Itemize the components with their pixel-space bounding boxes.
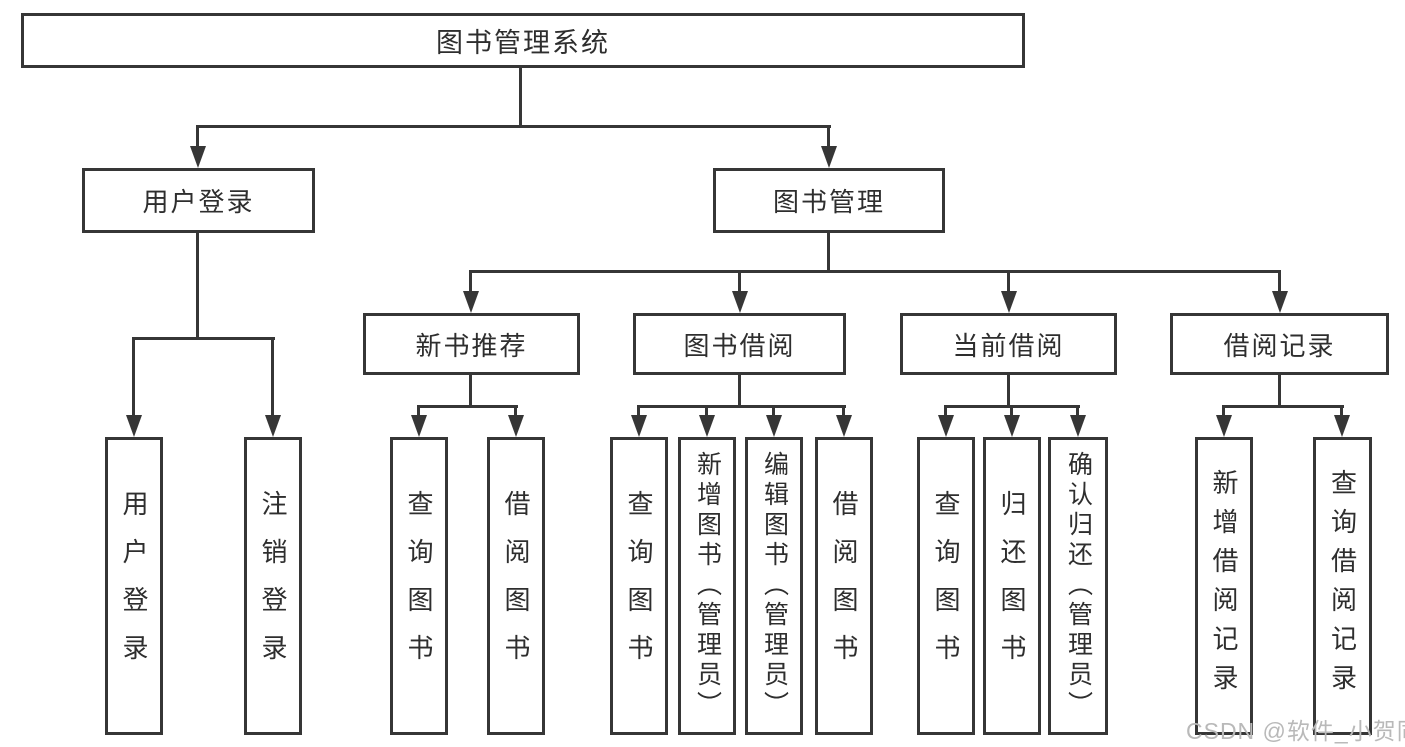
arrow-down-icon bbox=[766, 415, 782, 437]
leaf-borrow-book-recommend: 借阅图书 bbox=[487, 437, 545, 735]
connector-drop bbox=[271, 337, 274, 417]
connector-book-borrow-rail bbox=[638, 405, 846, 408]
connector-borrow-record-rail bbox=[1223, 405, 1344, 408]
node-label: 图书管理系统 bbox=[436, 28, 610, 58]
connector-book-borrow-stem bbox=[738, 375, 741, 407]
connector-book-mgmt-stem bbox=[827, 233, 830, 272]
connector-drop bbox=[132, 337, 135, 417]
arrow-down-icon bbox=[1272, 291, 1288, 313]
leaf-logout: 注销登录 bbox=[244, 437, 302, 735]
connector-drop bbox=[738, 270, 741, 293]
connector-drop bbox=[1007, 270, 1010, 293]
arrow-down-icon bbox=[1216, 415, 1232, 437]
leaf-label: 用户登录 bbox=[119, 490, 149, 682]
leaf-label: 借阅图书 bbox=[501, 490, 531, 682]
node-new-book-recommend: 新书推荐 bbox=[363, 313, 580, 375]
leaf-query-borrow-record: 查询借阅记录 bbox=[1313, 437, 1372, 735]
connector-new-book-rail bbox=[418, 405, 518, 408]
connector-drop bbox=[196, 125, 199, 149]
arrow-down-icon bbox=[732, 291, 748, 313]
connector-borrow-record-stem bbox=[1278, 375, 1281, 407]
connector-level2-rail bbox=[197, 125, 831, 128]
arrow-down-icon bbox=[265, 415, 281, 437]
connector-user-leaves-rail bbox=[133, 337, 275, 340]
leaf-add-borrow-record: 新增借阅记录 bbox=[1195, 437, 1253, 735]
node-library-management-system: 图书管理系统 bbox=[21, 13, 1025, 68]
leaf-label: 编辑图书（管理员） bbox=[760, 451, 789, 721]
leaf-query-book-borrow: 查询图书 bbox=[610, 437, 668, 735]
leaf-return-book: 归还图书 bbox=[983, 437, 1041, 735]
connector-drop bbox=[944, 405, 947, 419]
arrow-down-icon bbox=[938, 415, 954, 437]
node-label: 图书借阅 bbox=[683, 330, 796, 361]
connector-drop bbox=[1076, 405, 1079, 419]
arrow-down-icon bbox=[126, 415, 142, 437]
arrow-down-icon bbox=[1334, 415, 1350, 437]
connector-level3-rail bbox=[470, 270, 1281, 273]
arrow-down-icon bbox=[836, 415, 852, 437]
connector-drop bbox=[705, 405, 708, 419]
leaf-label: 归还图书 bbox=[997, 490, 1027, 682]
csdn-watermark: CSDN @软件_小贺同学 bbox=[1186, 718, 1405, 744]
arrow-down-icon bbox=[631, 415, 647, 437]
connector-drop bbox=[514, 405, 517, 419]
leaf-add-book-admin: 新增图书（管理员） bbox=[678, 437, 736, 735]
leaf-label: 查询借阅记录 bbox=[1327, 469, 1358, 703]
node-book-borrow: 图书借阅 bbox=[633, 313, 846, 375]
node-label: 图书管理 bbox=[772, 187, 885, 217]
leaf-label: 借阅图书 bbox=[829, 490, 859, 682]
connector-drop bbox=[1340, 405, 1343, 419]
arrow-down-icon bbox=[463, 291, 479, 313]
arrow-down-icon bbox=[821, 146, 837, 168]
connector-drop bbox=[637, 405, 640, 419]
leaf-label: 新增借阅记录 bbox=[1209, 469, 1239, 703]
connector-user-login-stem bbox=[196, 233, 199, 339]
leaf-label: 查询图书 bbox=[624, 490, 654, 682]
leaf-label: 注销登录 bbox=[258, 490, 288, 682]
leaf-query-book-current: 查询图书 bbox=[917, 437, 975, 735]
leaf-edit-book-admin: 编辑图书（管理员） bbox=[745, 437, 803, 735]
connector-new-book-stem bbox=[469, 375, 472, 407]
connector-drop bbox=[1278, 270, 1281, 293]
node-borrow-record: 借阅记录 bbox=[1170, 313, 1389, 375]
connector-drop bbox=[827, 125, 830, 149]
node-current-borrow: 当前借阅 bbox=[900, 313, 1117, 375]
leaf-user-login: 用户登录 bbox=[105, 437, 163, 735]
leaf-label: 确认归还（管理员） bbox=[1064, 451, 1093, 721]
connector-drop bbox=[469, 270, 472, 293]
connector-root-stem bbox=[519, 68, 522, 127]
connector-drop bbox=[772, 405, 775, 419]
node-book-management-branch: 图书管理 bbox=[713, 168, 945, 233]
leaf-query-book-recommend: 查询图书 bbox=[390, 437, 448, 735]
connector-drop bbox=[1222, 405, 1225, 419]
arrow-down-icon bbox=[699, 415, 715, 437]
leaf-confirm-return-admin: 确认归还（管理员） bbox=[1048, 437, 1108, 735]
leaf-label: 查询图书 bbox=[931, 490, 961, 682]
node-label: 新书推荐 bbox=[415, 330, 528, 361]
arrow-down-icon bbox=[411, 415, 427, 437]
connector-drop bbox=[1010, 405, 1013, 419]
leaf-label: 新增图书（管理员） bbox=[693, 451, 722, 721]
arrow-down-icon bbox=[190, 146, 206, 168]
leaf-label: 查询图书 bbox=[404, 490, 434, 682]
arrow-down-icon bbox=[508, 415, 524, 437]
leaf-borrow-book: 借阅图书 bbox=[815, 437, 873, 735]
node-label: 用户登录 bbox=[142, 187, 255, 217]
node-user-login-branch: 用户登录 bbox=[82, 168, 315, 233]
node-label: 当前借阅 bbox=[952, 330, 1065, 361]
arrow-down-icon bbox=[1004, 415, 1020, 437]
arrow-down-icon bbox=[1070, 415, 1086, 437]
node-label: 借阅记录 bbox=[1223, 330, 1336, 361]
connector-drop bbox=[842, 405, 845, 419]
connector-drop bbox=[417, 405, 420, 419]
arrow-down-icon bbox=[1001, 291, 1017, 313]
connector-current-borrow-stem bbox=[1007, 375, 1010, 407]
